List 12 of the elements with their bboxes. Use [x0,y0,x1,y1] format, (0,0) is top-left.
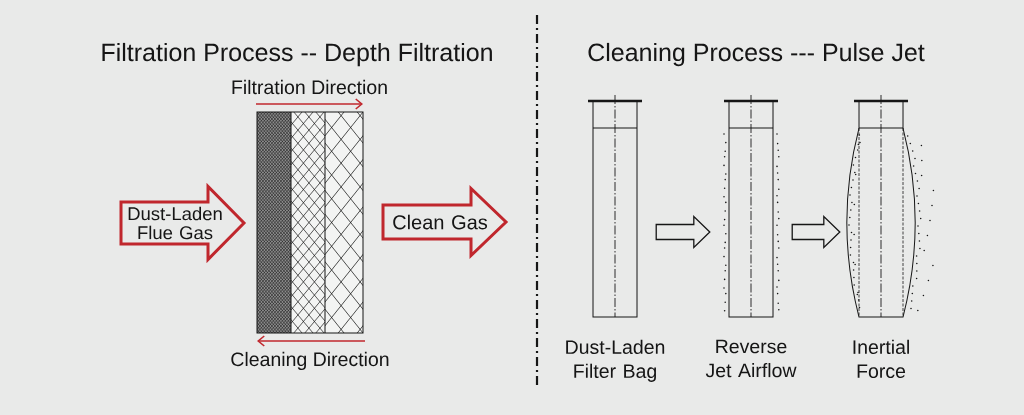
arrow [655,214,711,250]
label: Cleaning Direction [231,351,389,371]
label: Reverse Jet Airflow [705,339,797,378]
arrow [791,214,841,250]
filter-bag [588,94,642,318]
label: Dust-Laden Filter Bag [566,339,665,382]
label: Filtration Direction [232,79,387,95]
label: Inertial Force [853,339,909,378]
heading: Cleaning Process --- Pulse Jet [588,42,925,67]
filter-bag [723,94,780,318]
filter-bag [846,94,935,318]
heading: Filtration Process -- Depth Filtration [102,42,492,67]
